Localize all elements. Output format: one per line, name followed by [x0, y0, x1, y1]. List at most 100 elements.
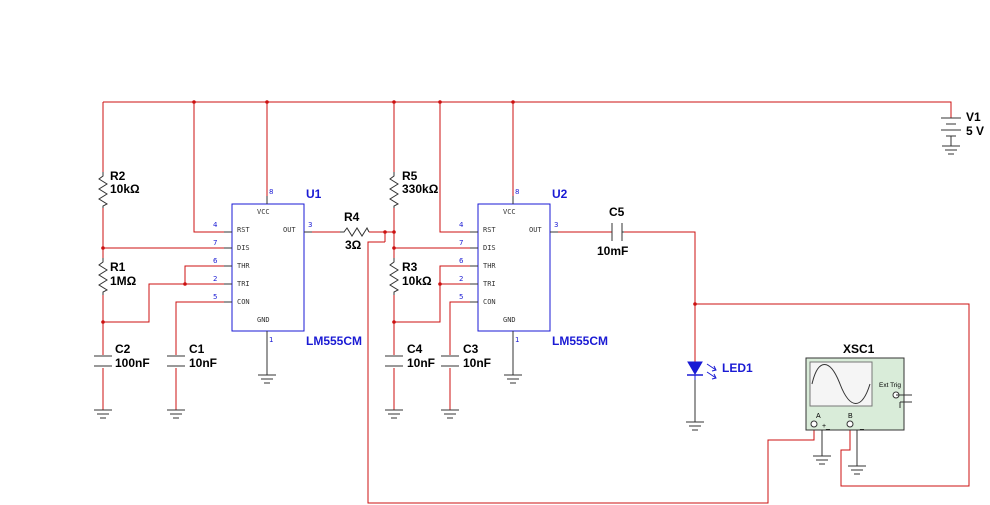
u2-pin-dis: DIS: [483, 244, 496, 252]
resistor-r3[interactable]: R3 10kΩ: [389, 258, 432, 295]
scope-a-wire[interactable]: [367, 241, 815, 504]
u1-pin-con: CON: [237, 298, 250, 306]
u1-body[interactable]: [231, 203, 305, 332]
u2-rst-wire[interactable]: [439, 102, 478, 233]
u2-pin-vcc: VCC: [503, 208, 516, 216]
vcc-rail-wire[interactable]: [103, 101, 952, 118]
scope-ch-b-label: B: [848, 413, 853, 420]
c4-ref: C4: [407, 342, 423, 356]
scope-port-a[interactable]: [810, 420, 818, 428]
scope-b-minus: _: [859, 423, 864, 430]
capacitor-c4[interactable]: C4 10nF: [385, 342, 435, 370]
u1-rst-wire[interactable]: [193, 102, 232, 233]
u2-pin-rst: RST: [483, 226, 496, 234]
junctions: [101, 100, 697, 324]
u2-pinnum-6: 6: [459, 257, 464, 265]
scope-screen: [809, 361, 873, 407]
ground-icon: [167, 409, 185, 419]
r5-ref: R5: [402, 169, 418, 183]
junction-dot: [392, 230, 396, 234]
u1-pinnum-3: 3: [308, 221, 312, 229]
u1-pin-vcc: VCC: [257, 208, 270, 216]
scope-port-b[interactable]: [846, 420, 854, 428]
r3-value: 10kΩ: [402, 274, 432, 288]
c4-value: 10nF: [407, 356, 435, 370]
ground-icon: [848, 424, 866, 475]
scope-ch-a-label: A: [816, 413, 821, 420]
junction-dot: [383, 230, 387, 234]
junction-dot: [693, 302, 697, 306]
u1-pinnum-8: 8: [269, 188, 273, 196]
r2-ref: R2: [110, 169, 126, 183]
junction-dot: [392, 100, 396, 104]
led-icon[interactable]: LED1: [687, 361, 753, 380]
u1-thr-tri-wire[interactable]: [184, 265, 232, 284]
c5-right-wire[interactable]: [624, 231, 696, 362]
wires: [102, 101, 970, 504]
battery-icon[interactable]: V1 5 V: [941, 110, 984, 155]
capacitor-c2[interactable]: C2 100nF: [94, 342, 150, 370]
u2-pinnum-4: 4: [459, 221, 464, 229]
junction-dot: [101, 246, 105, 250]
scope-a-minus: _: [825, 423, 830, 430]
u2-pinnum-7: 7: [459, 239, 463, 247]
u2-tri-wire[interactable]: [394, 283, 478, 323]
u2-pin-out: OUT: [529, 226, 542, 234]
u1-pinnum-4: 4: [213, 221, 218, 229]
u1-tri-wire[interactable]: [103, 283, 232, 323]
u2-body[interactable]: [477, 203, 551, 332]
scope-a-plus: +: [822, 423, 826, 430]
u1-pinnum-5: 5: [213, 293, 217, 301]
r4-value: 3Ω: [345, 238, 362, 252]
junction-dot: [265, 100, 269, 104]
ground-icon: [385, 409, 403, 419]
capacitor-c3[interactable]: C3 10nF: [441, 342, 491, 370]
r2-value: 10kΩ: [110, 182, 140, 196]
capacitor-c5[interactable]: C5 10mF: [597, 205, 628, 258]
u2-pinnum-5: 5: [459, 293, 463, 301]
junction-dot: [392, 320, 396, 324]
resistor-r4[interactable]: R4 3Ω: [340, 210, 370, 252]
scope-waveform: [811, 364, 871, 404]
u1-ref: U1: [306, 187, 322, 201]
u1-part: LM555CM: [306, 334, 362, 348]
u1-con-wire[interactable]: [175, 301, 232, 355]
v1-ref: V1: [966, 110, 981, 124]
u1-pin-dis: DIS: [237, 244, 250, 252]
u2-con-wire[interactable]: [449, 301, 478, 355]
u2-thr-wire[interactable]: [439, 265, 478, 284]
led-scope-b-wire[interactable]: [695, 303, 970, 487]
u1-pinnum-2: 2: [213, 275, 217, 283]
c1-ref: C1: [189, 342, 205, 356]
c3-value: 10nF: [463, 356, 491, 370]
resistor-r1[interactable]: R1 1MΩ: [98, 258, 137, 295]
ground-icon: [94, 409, 112, 419]
led1-ref: LED1: [722, 361, 753, 375]
u1-pinnum-6: 6: [213, 257, 218, 265]
ground-icon: [441, 409, 459, 419]
c3-ref: C3: [463, 342, 479, 356]
ground-icon: [504, 331, 522, 384]
v1-value: 5 V: [966, 124, 984, 138]
u2-pinnum-8: 8: [515, 188, 519, 196]
junction-dot: [392, 246, 396, 250]
r4-right-wire[interactable]: [369, 231, 386, 242]
scope-ext-trig-label: Ext Trig: [879, 382, 901, 389]
oscilloscope-icon[interactable]: XSC1 A B Ext Trig + _ _: [805, 342, 912, 431]
u2-part: LM555CM: [552, 334, 608, 348]
u1-pin-rst: RST: [237, 226, 250, 234]
c2-ref: C2: [115, 342, 131, 356]
ground-icon: [686, 380, 704, 431]
c1-value: 10nF: [189, 356, 217, 370]
junction-dot: [192, 100, 196, 104]
ic-u2[interactable]: U2 LM555CM VCC RST OUT DIS THR TRI CON G…: [459, 187, 608, 348]
capacitor-c1[interactable]: C1 10nF: [167, 342, 217, 370]
c5-ref: C5: [609, 205, 625, 219]
ground-icon: [258, 331, 276, 384]
u1-pinnum-7: 7: [213, 239, 217, 247]
resistor-r2[interactable]: R2 10kΩ: [98, 169, 140, 208]
ic-u1[interactable]: U1 LM555CM VCC RST OUT DIS THR TRI CON G…: [213, 187, 362, 348]
u1-pin-thr: THR: [237, 262, 250, 270]
resistor-r5[interactable]: R5 330kΩ: [389, 169, 439, 208]
